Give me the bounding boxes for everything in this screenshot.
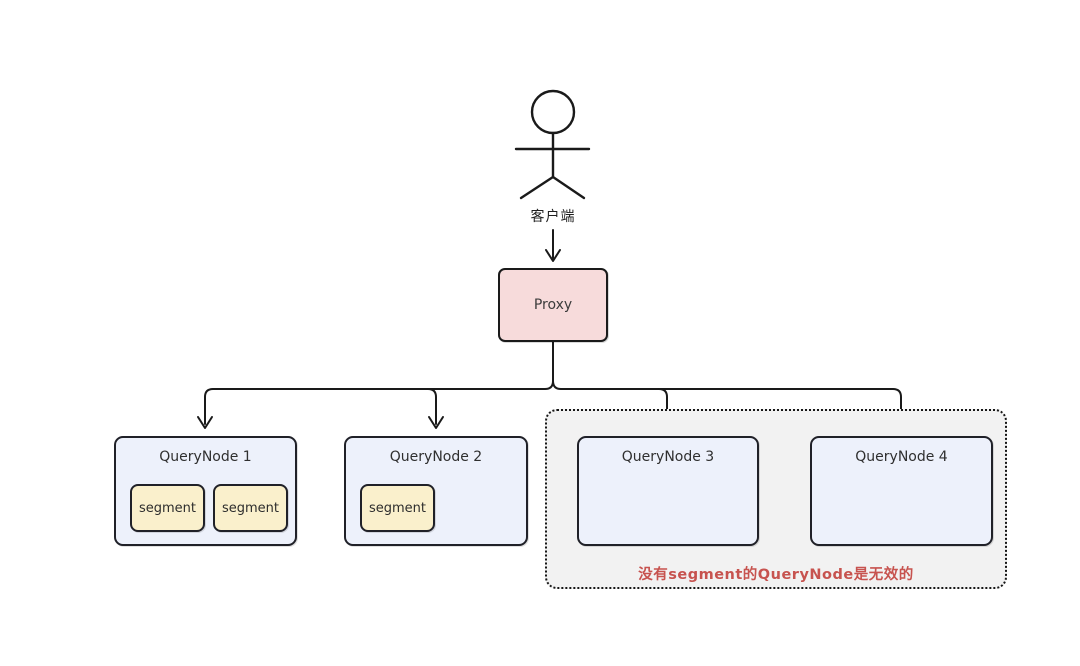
querynode-4: QueryNode 4	[810, 436, 993, 546]
person-legs	[519, 175, 586, 200]
querynode-1: QueryNode 1 segment segment	[114, 436, 297, 546]
querynode-4-title: QueryNode 4	[855, 449, 948, 465]
querynode-2: QueryNode 2 segment	[344, 436, 528, 546]
querynode-2-title: QueryNode 2	[389, 449, 483, 465]
person-icon	[514, 89, 591, 200]
segment-box: segment	[360, 484, 435, 532]
arrowhead-icon	[545, 249, 561, 262]
proxy-label: Proxy	[533, 297, 573, 313]
client-label: 客户端	[530, 209, 576, 225]
proxy-node: Proxy	[498, 268, 608, 342]
querynode-3-title: QueryNode 3	[621, 449, 715, 465]
arrowhead-icon	[428, 416, 444, 429]
person-head	[530, 89, 576, 135]
segment-box: segment	[213, 484, 288, 532]
querynode-1-title: QueryNode 1	[159, 449, 252, 465]
invalid-group-note: 没有segment的QueryNode是无效的	[638, 567, 914, 583]
arrow-client-to-proxy	[545, 229, 561, 262]
querynode-3: QueryNode 3	[577, 436, 759, 546]
segment-box: segment	[130, 484, 205, 532]
arrowhead-icon	[197, 416, 213, 429]
